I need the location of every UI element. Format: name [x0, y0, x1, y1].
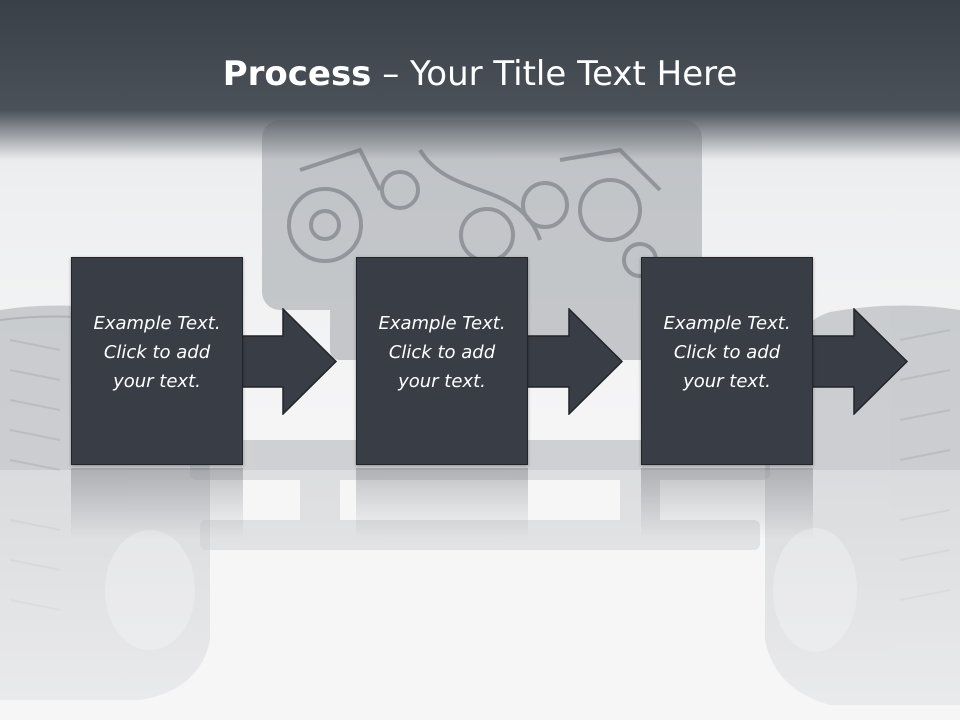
step-line: Example Text.	[663, 313, 791, 334]
title-bold: Process	[222, 54, 372, 94]
step-box	[356, 257, 528, 465]
process-step-1[interactable]: Example Text. Click to add your text.	[71, 257, 243, 465]
title-band	[0, 0, 960, 160]
arrow-right-icon	[812, 308, 909, 415]
step-line: Click to add	[673, 342, 781, 363]
step-line: your text.	[398, 371, 486, 392]
step-line: Click to add	[388, 342, 496, 363]
step-box	[71, 257, 243, 465]
arrow-right-icon	[241, 308, 338, 415]
step-line: Example Text.	[378, 313, 506, 334]
step-text[interactable]: Example Text. Click to add your text.	[641, 309, 813, 396]
step-line: Example Text.	[93, 313, 221, 334]
step-line: your text.	[683, 371, 771, 392]
step-text[interactable]: Example Text. Click to add your text.	[71, 309, 243, 396]
step-line: Click to add	[103, 342, 211, 363]
step-box	[641, 257, 813, 465]
arrow-right-icon	[527, 308, 624, 415]
step-reflection	[71, 468, 243, 538]
step-text[interactable]: Example Text. Click to add your text.	[356, 309, 528, 396]
reflection-fade	[0, 470, 960, 720]
process-step-3[interactable]: Example Text. Click to add your text.	[641, 257, 813, 465]
step-reflection	[641, 468, 813, 538]
slide-title[interactable]: Process – Your Title Text Here	[0, 52, 960, 96]
title-rest: – Your Title Text Here	[371, 54, 738, 94]
step-line: your text.	[113, 371, 201, 392]
step-reflection	[356, 468, 528, 538]
process-step-2[interactable]: Example Text. Click to add your text.	[356, 257, 528, 465]
